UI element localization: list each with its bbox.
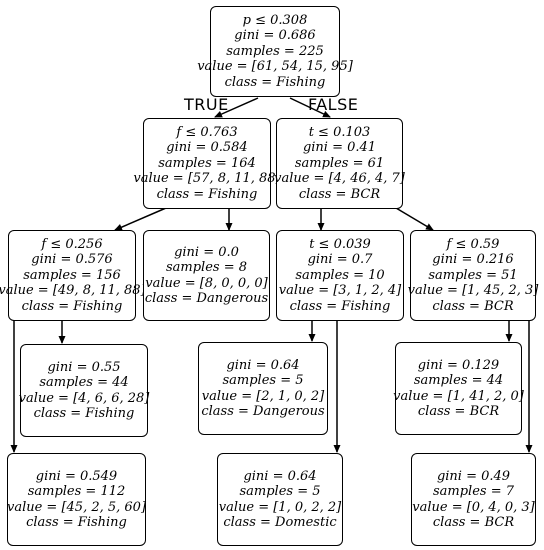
- node-root: p ≤ 0.308 gini = 0.686 samples = 225 val…: [197, 6, 353, 97]
- node-gini: gini = 0.49: [436, 468, 511, 484]
- edge-root-n1: [214, 97, 259, 118]
- node-class: class = Fishing: [21, 298, 123, 314]
- node-split: f ≤ 0.59: [446, 236, 500, 252]
- node-value: value = [2, 1, 0, 2]: [201, 388, 325, 404]
- node-split: f ≤ 0.256: [41, 236, 103, 252]
- node-samples: samples = 10: [295, 267, 385, 283]
- node-samples: samples = 5: [239, 484, 321, 499]
- node-value: value = [45, 2, 5, 60]: [6, 499, 147, 515]
- node-value: value = [0, 4, 0, 3]: [412, 499, 535, 515]
- node-value: value = [1, 45, 2, 3]: [407, 283, 539, 299]
- node-gini: gini = 0.216: [432, 252, 514, 268]
- node-n3: f ≤ 0.256 gini = 0.576 samples = 156 val…: [0, 230, 146, 321]
- node-class: class = Fishing: [289, 298, 391, 314]
- node-samples: samples = 225: [226, 43, 324, 59]
- node-value: value = [3, 1, 2, 4]: [278, 283, 402, 299]
- node-samples: samples = 112: [27, 484, 126, 499]
- node-class: class = BCR: [298, 186, 381, 202]
- node-gini: gini = 0.549: [35, 468, 118, 484]
- node-n7: gini = 0.55 samples = 44 value = [4, 6, …: [18, 344, 150, 437]
- node-class: class = BCR: [432, 515, 515, 530]
- node-split: t ≤ 0.103: [308, 124, 371, 140]
- node-gini: gini = 0.64: [243, 468, 317, 484]
- node-samples: samples = 51: [428, 267, 518, 283]
- node-samples: samples = 61: [294, 155, 385, 171]
- node-value: value = [57, 8, 11, 88]: [133, 171, 281, 187]
- node-n9: gini = 0.129 samples = 44 value = [1, 41…: [393, 342, 524, 435]
- node-samples: samples = 156: [23, 267, 121, 283]
- false-label: FALSE: [308, 95, 359, 114]
- node-gini: gini = 0.7: [307, 252, 373, 268]
- node-samples: samples = 44: [39, 375, 129, 390]
- node-class: class = Fishing: [224, 74, 326, 90]
- edge-root-n2: [289, 97, 331, 118]
- node-samples: samples = 164: [158, 155, 256, 171]
- node-n12: gini = 0.49 samples = 7 value = [0, 4, 0…: [411, 453, 536, 546]
- node-class: class = Dangerous: [201, 404, 325, 419]
- node-class: class = BCR: [432, 298, 514, 314]
- node-class: class = Fishing: [26, 515, 127, 530]
- node-gini: gini = 0.686: [234, 28, 316, 44]
- node-value: value = [4, 6, 6, 28]: [18, 390, 150, 406]
- node-class: class = BCR: [417, 404, 500, 419]
- edge-n2-n6: [395, 207, 434, 231]
- node-samples: samples = 44: [413, 373, 504, 388]
- node-n2: t ≤ 0.103 gini = 0.41 samples = 61 value…: [274, 118, 405, 209]
- node-samples: samples = 8: [165, 260, 248, 275]
- node-split: f ≤ 0.763: [176, 124, 238, 140]
- node-gini: gini = 0.64: [226, 357, 300, 373]
- node-gini: gini = 0.55: [47, 359, 121, 375]
- node-value: value = [49, 8, 11, 88]: [0, 283, 146, 299]
- node-class: class = Dangerous: [144, 291, 269, 306]
- node-value: value = [4, 46, 4, 7]: [274, 171, 405, 187]
- node-n4: gini = 0.0 samples = 8 value = [8, 0, 0,…: [143, 230, 270, 321]
- node-value: value = [1, 41, 2, 0]: [393, 388, 524, 404]
- node-gini: gini = 0.41: [302, 140, 377, 156]
- node-gini: gini = 0.584: [166, 140, 248, 156]
- node-n8: gini = 0.64 samples = 5 value = [2, 1, 0…: [198, 342, 328, 435]
- node-class: class = Fishing: [156, 186, 258, 202]
- node-split: t ≤ 0.039: [309, 236, 371, 252]
- node-n5: t ≤ 0.039 gini = 0.7 samples = 10 value …: [276, 230, 404, 321]
- node-n11: gini = 0.64 samples = 5 value = [1, 0, 2…: [217, 453, 343, 546]
- node-split: p ≤ 0.308: [242, 12, 308, 28]
- node-value: value = [8, 0, 0, 0]: [145, 275, 268, 291]
- node-value: value = [1, 0, 2, 2]: [218, 499, 342, 515]
- node-gini: gini = 0.576: [31, 252, 113, 268]
- node-class: class = Domestic: [223, 515, 337, 530]
- true-label: TRUE: [184, 95, 229, 114]
- node-n6: f ≤ 0.59 gini = 0.216 samples = 51 value…: [407, 230, 539, 321]
- node-n10: gini = 0.549 samples = 112 value = [45, …: [7, 453, 146, 546]
- node-class: class = Fishing: [33, 406, 135, 421]
- node-value: value = [61, 54, 15, 95]: [197, 59, 353, 75]
- node-gini: gini = 0.129: [417, 357, 500, 373]
- edge-n1-n3: [114, 207, 167, 231]
- node-n1: f ≤ 0.763 gini = 0.584 samples = 164 val…: [133, 118, 281, 209]
- node-gini: gini = 0.0: [174, 244, 239, 260]
- node-samples: samples = 5: [222, 373, 304, 388]
- node-samples: samples = 7: [432, 484, 515, 499]
